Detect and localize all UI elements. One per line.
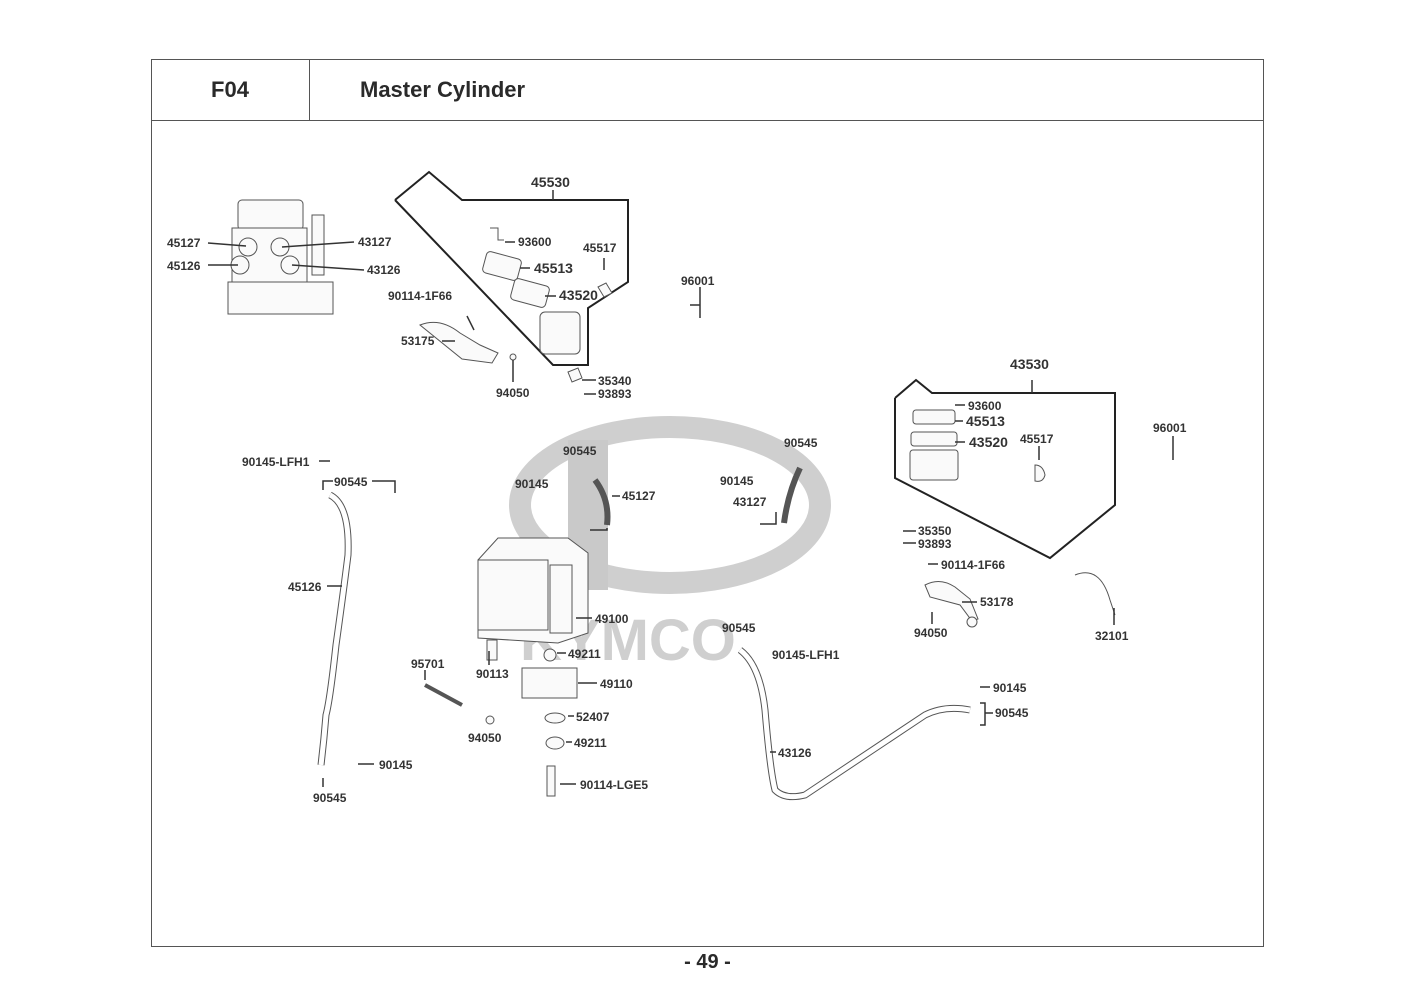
- part-label-43520-right: 43520: [969, 434, 1008, 450]
- part-label-43126-hose: 43126: [778, 746, 812, 760]
- reservoir-cap-left: [482, 227, 613, 355]
- part-label-93893: 93893: [598, 387, 632, 401]
- part-label-43520: 43520: [559, 287, 598, 303]
- group-label-43530: 43530: [1010, 356, 1049, 372]
- group-outline-43530: [894, 378, 1116, 560]
- part-label-90545: 90545: [334, 475, 368, 489]
- part-label-49110: 49110: [600, 677, 633, 691]
- part-label-35340: 35340: [598, 374, 632, 388]
- section-code: F04: [151, 59, 310, 121]
- brake-hose-43127: [781, 466, 803, 524]
- part-label-45126-hose: 45126: [288, 580, 322, 594]
- reservoir-cap-right: [909, 409, 1046, 482]
- part-label-35350: 35350: [918, 524, 952, 538]
- brake-lever-left: [419, 315, 583, 383]
- part-label-90545-bottom: 90545: [313, 791, 347, 805]
- part-label-90545-right-hose: 90545: [722, 621, 756, 635]
- part-label-43127-hose: 43127: [733, 495, 767, 509]
- part-label-96001: 96001: [681, 274, 715, 288]
- part-label-94050: 94050: [496, 386, 530, 400]
- abs-modulator-49100: [424, 537, 589, 797]
- part-label-45126: 45126: [167, 259, 201, 273]
- part-label-90145: 90145: [379, 758, 413, 772]
- part-label-90113: 90113: [476, 667, 509, 681]
- part-label-90545-center: 90545: [563, 444, 597, 458]
- part-label-45517: 45517: [583, 241, 617, 255]
- part-label-53175: 53175: [401, 334, 435, 348]
- part-label-90145-lfh1: 90145-LFH1: [242, 455, 310, 469]
- part-label-93600: 93600: [518, 235, 552, 249]
- part-label-94050-right: 94050: [914, 626, 948, 640]
- part-label-43126: 43126: [367, 263, 401, 277]
- brake-hose-45127: [592, 478, 611, 526]
- part-label-93600-right: 93600: [968, 399, 1002, 413]
- page-number: - 49 -: [684, 951, 731, 973]
- part-label-90545-right: 90545: [995, 706, 1029, 720]
- part-label-45127-hose: 45127: [622, 489, 656, 503]
- part-label-90145-right: 90145: [993, 681, 1027, 695]
- part-label-49211: 49211: [568, 647, 601, 661]
- part-label-45517-right: 45517: [1020, 432, 1054, 446]
- page-title: Master Cylinder: [310, 59, 1264, 121]
- part-label-43127: 43127: [358, 235, 392, 249]
- part-label-45513-right: 45513: [966, 413, 1005, 429]
- part-label-95701: 95701: [411, 657, 445, 671]
- part-label-45127: 45127: [167, 236, 201, 250]
- group-label-45530: 45530: [531, 174, 570, 190]
- part-label-90114-1f66: 90114-1F66: [388, 289, 452, 303]
- part-label-49100: 49100: [595, 612, 629, 626]
- part-label-90114-lge5: 90114-LGE5: [580, 778, 648, 792]
- part-label-96001-right: 96001: [1153, 421, 1187, 435]
- abs-unit-top-view: [227, 199, 334, 315]
- part-label-90145-center: 90145: [515, 477, 549, 491]
- part-label-52407: 52407: [576, 710, 610, 724]
- part-label-90145-lfh1-right: 90145-LFH1: [772, 648, 840, 662]
- part-label-53178: 53178: [980, 595, 1014, 609]
- part-label-90145-center-right: 90145: [720, 474, 754, 488]
- part-label-45513: 45513: [534, 260, 573, 276]
- watermark-ring: [509, 416, 831, 594]
- part-label-32101: 32101: [1095, 629, 1129, 643]
- part-label-49211-bottom: 49211: [574, 736, 607, 750]
- part-label-93893-right: 93893: [918, 537, 952, 551]
- part-label-90545-center-right: 90545: [784, 436, 818, 450]
- group-outline-45530: [394, 170, 629, 366]
- part-label-90114-1f66-right: 90114-1F66: [941, 558, 1005, 572]
- brake-lever-right: [924, 572, 1116, 628]
- part-label-94050-center: 94050: [468, 731, 502, 745]
- diagram-frame: [151, 59, 1264, 947]
- abs-leaders: [207, 241, 365, 271]
